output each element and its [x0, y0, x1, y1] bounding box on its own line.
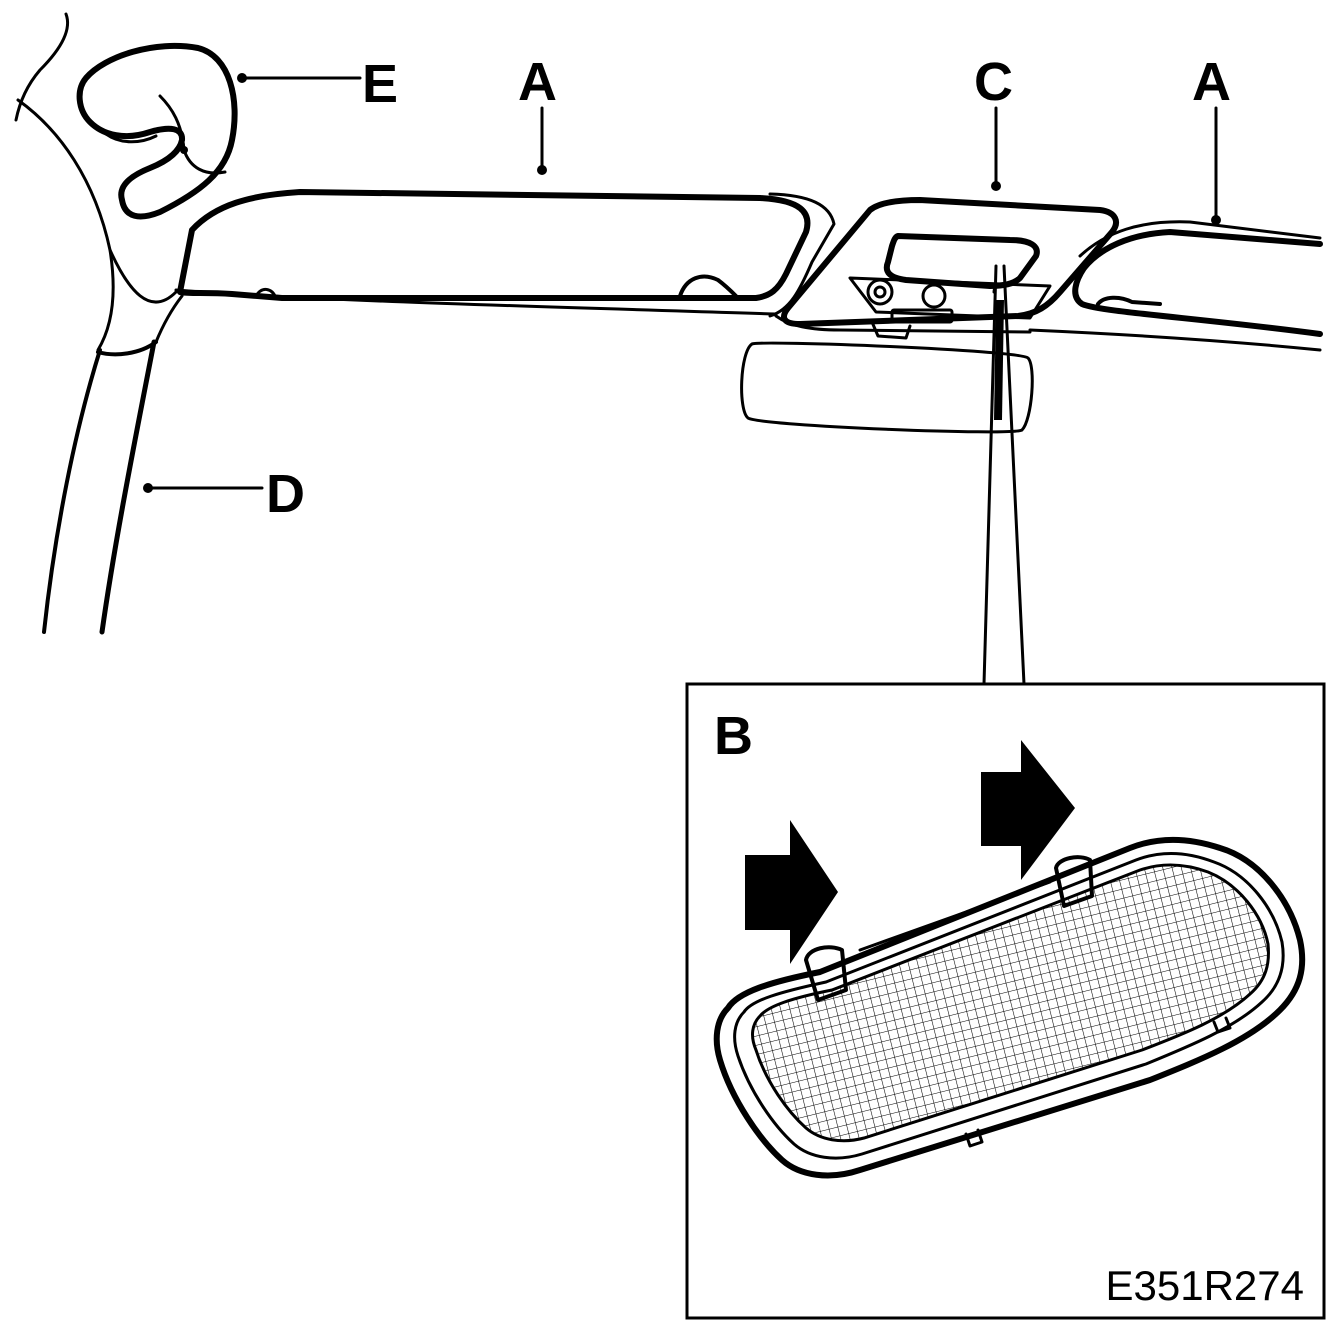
zoom-callout: [982, 264, 1026, 686]
a-pillar-trim: [14, 12, 184, 635]
label-d: D: [266, 464, 305, 524]
label-b: B: [714, 706, 753, 766]
sun-visor-right: [1028, 220, 1323, 352]
label-e: E: [362, 54, 398, 114]
rear-view-mirror: [740, 341, 1034, 434]
label-a-left: A: [518, 52, 557, 112]
grab-handle: [76, 42, 238, 220]
console-lens: [713, 836, 1306, 1179]
arrow-right-icon: [745, 820, 838, 964]
sun-visor-left: [174, 189, 836, 318]
leader-lines: [143, 73, 1221, 493]
figure-code: E351R274: [1106, 1262, 1305, 1309]
label-a-right: A: [1192, 52, 1231, 112]
arrow-right-icon: [981, 740, 1075, 880]
detail-box: [685, 682, 1326, 1320]
label-c: C: [974, 52, 1013, 112]
